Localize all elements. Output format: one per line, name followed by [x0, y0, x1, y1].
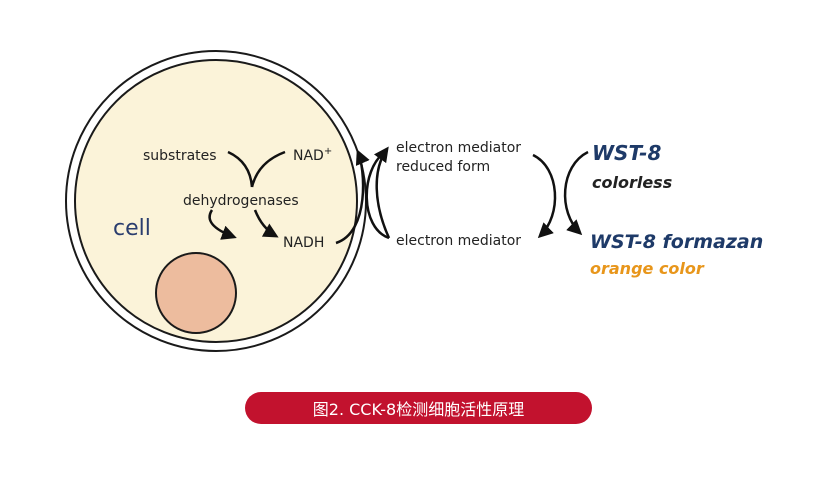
mediator-oxidized-label: electron mediator	[396, 233, 521, 249]
substrates-arrow	[227, 150, 254, 188]
substrates-label: substrates	[143, 148, 217, 164]
nadh-label: NADH	[283, 235, 324, 251]
mediator-reduction-arrow	[373, 146, 391, 239]
nucleus	[155, 252, 237, 334]
mediator-oxidation-arrow	[532, 153, 557, 239]
dehydrogenases-label: dehydrogenases	[183, 193, 299, 209]
cell-label: cell	[113, 216, 151, 241]
product-arrow	[208, 209, 237, 240]
nad-arrow	[250, 150, 286, 188]
cell-body	[74, 59, 358, 343]
wst8-state-label: colorless	[592, 173, 672, 192]
formazan-label: WST-8 formazan	[590, 231, 763, 253]
mediator-reduced-line2: reduced form	[396, 159, 490, 175]
wst8-label: WST-8	[592, 141, 661, 165]
figure-caption: 图2. CCK-8检测细胞活性原理	[245, 392, 592, 424]
mediator-reduced-line1: electron mediator	[396, 140, 521, 156]
nadh-arrow	[253, 209, 279, 238]
nadh-to-nad-arrow	[335, 149, 370, 245]
wst8-reduction-arrow	[563, 150, 589, 236]
nad-plus-label: NAD+	[293, 146, 332, 164]
formazan-color-label: orange color	[590, 259, 705, 278]
